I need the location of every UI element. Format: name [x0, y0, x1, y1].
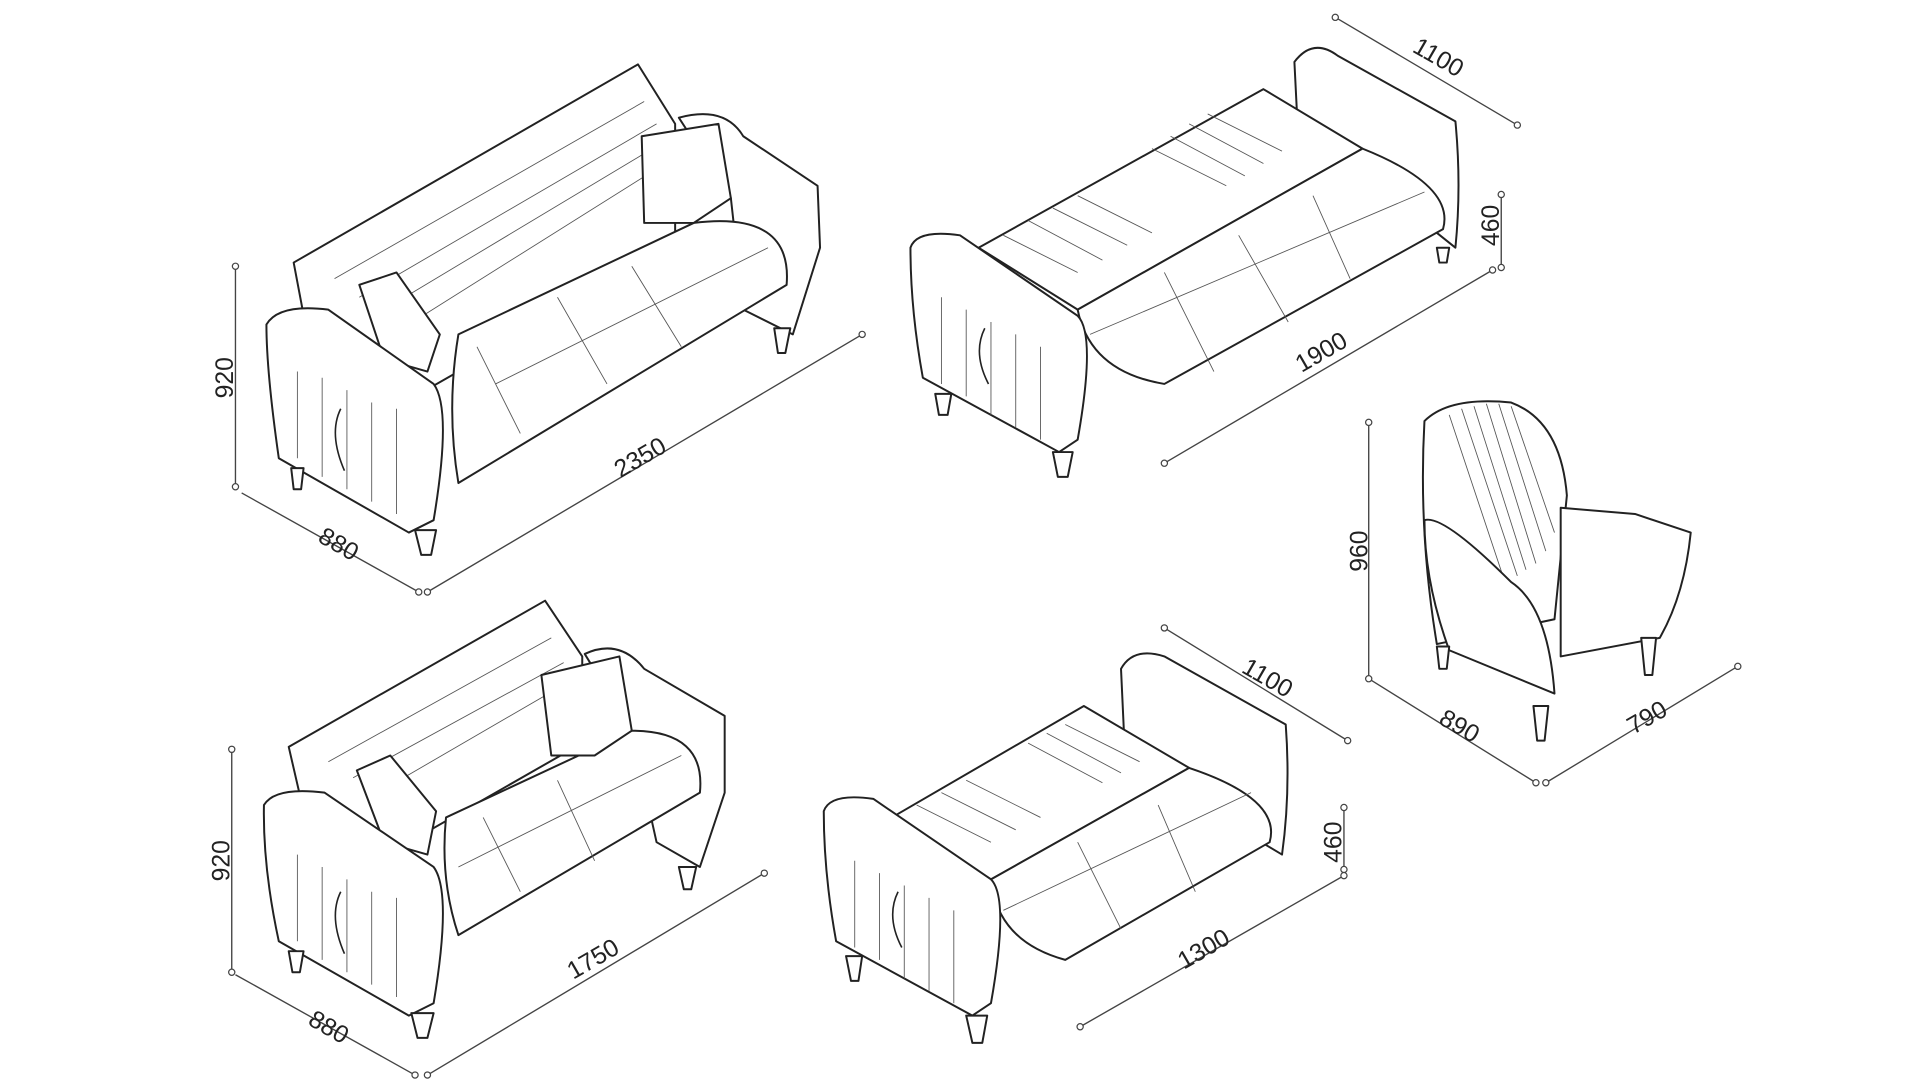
dimension-lines: [228, 13, 1742, 1079]
armchair-depth-label: 890: [1435, 705, 1484, 749]
bed3-seat-height-label: 460: [1478, 205, 1505, 246]
armchair-width-label: 790: [1623, 696, 1672, 740]
armchair-height-label: 960: [1346, 530, 1373, 571]
sofa3-depth-label: 880: [314, 523, 363, 567]
bed3-depth-label: 1100: [1408, 33, 1468, 83]
three-seat-sofa-drawing: [265, 63, 822, 556]
sofa2-depth-label: 880: [304, 1006, 353, 1050]
sofa2-height-label: 920: [208, 840, 235, 881]
sofa2-width-label: 1750: [563, 934, 624, 985]
bed2-length-label: 1300: [1173, 924, 1234, 975]
three-seat-sofa-bed-drawing: [909, 46, 1460, 478]
two-seat-sofa-bed-drawing: [822, 652, 1289, 1044]
bed2-seat-height-label: 460: [1320, 822, 1347, 863]
bed2-depth-label: 1100: [1237, 653, 1297, 703]
sofa3-width-label: 2350: [610, 432, 671, 483]
two-seat-sofa-drawing: [262, 599, 726, 1039]
sofa3-height-label: 920: [212, 357, 239, 398]
armchair-drawing: [1421, 400, 1692, 742]
